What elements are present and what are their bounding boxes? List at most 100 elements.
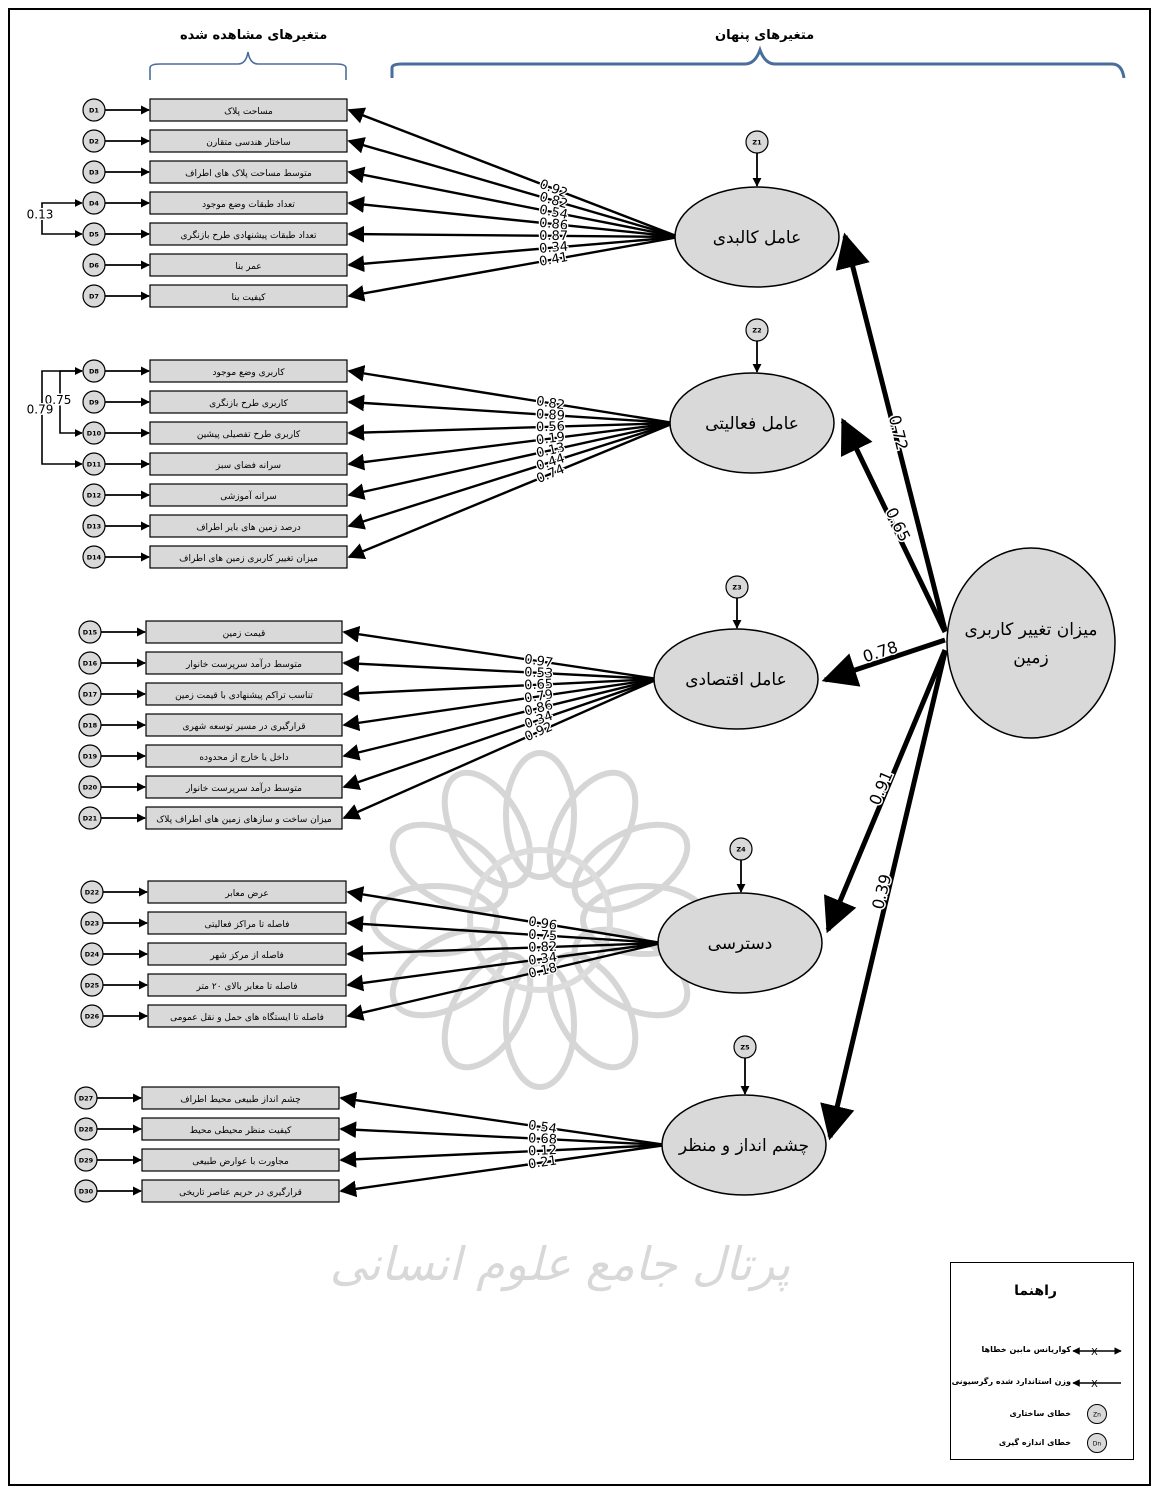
measurement-error-D22: D22 (80, 880, 148, 904)
header-braces (149, 45, 1126, 80)
structural-coefficient-2: 0.65 (882, 504, 915, 544)
indicator-label: کیفیت بنا (232, 293, 267, 303)
measurement-error-D19: D19 (78, 744, 146, 768)
loading-arrow (347, 235, 680, 302)
measurement-error-D17: D17 (78, 682, 146, 706)
structural-path-1 (835, 232, 948, 631)
svg-text:Z1: Z1 (752, 139, 762, 147)
error-label: D22 (85, 889, 99, 897)
indicator-box: مساحت پلاک (149, 98, 348, 122)
watermark-text: پرتال جامع علوم انسانی (330, 1237, 791, 1292)
loading-arrow (346, 941, 663, 1021)
indicator-box: میزان ساخت و سازهای زمین های اطراف پلاک (145, 806, 343, 830)
loading-arrow (342, 677, 659, 820)
measurement-error-D16: D16 (78, 651, 146, 675)
covariance-value: 0.13 (27, 208, 54, 222)
indicator-label: تناسب تراکم پیشنهادی با قیمت زمین (175, 691, 313, 701)
structural-error-Z4: Z4 (729, 837, 753, 893)
error-label: D23 (85, 920, 99, 928)
structural-error-Z3: Z3 (725, 575, 749, 629)
indicator-box: عرض معابر (147, 880, 347, 904)
latent-factor-2: عامل فعالیتی (669, 372, 835, 474)
loading-value: 0.97 (523, 652, 554, 671)
measurement-error-D14: D14 (82, 545, 150, 569)
loading-value: 0.19 (535, 430, 566, 449)
svg-text:Z2: Z2 (752, 327, 761, 335)
measurement-error-D12: D12 (82, 483, 150, 507)
measurement-error-D15: D15 (78, 620, 146, 644)
indicator-label: متوسط درآمد سرپرست خانوار (185, 782, 302, 794)
indicator-box: کیفیت بنا (149, 284, 348, 308)
indicator-box: ساختار هندسی متقارن (149, 129, 348, 153)
error-label: D18 (83, 722, 98, 730)
loading-value: 0.86 (538, 216, 568, 234)
indicator-box: چشم انداز طبیعی محیط اطراف (141, 1086, 340, 1110)
loading-value: 0.54 (527, 1118, 558, 1137)
indicator-label: ساختار هندسی متقارن (206, 138, 290, 148)
indicator-label: تعداد طبقات پیشنهادی طرح بازنگری (180, 229, 317, 241)
latent-factor-label: عامل اقتصادی (685, 670, 787, 690)
error-label: D11 (87, 461, 102, 469)
loading-arrow (342, 677, 659, 702)
structural-path-3 (821, 637, 946, 687)
error-label: D20 (83, 784, 98, 792)
measurement-error-D20: D20 (78, 775, 146, 799)
loading-arrow (347, 365, 675, 425)
indicator-label: کاربری طرح بازنگری (209, 397, 288, 409)
indicator-box: قیمت زمین (145, 620, 343, 644)
indicator-box: متوسط درآمد سرپرست خانوار (145, 651, 343, 675)
loading-arrow (342, 655, 659, 681)
measurement-error-D6: D6 (82, 253, 150, 277)
covariance-D4-D5: 0.13 (25, 199, 83, 238)
indicator-label: تعداد طبقات وضع موجود (202, 200, 295, 210)
error-label: D16 (83, 660, 98, 668)
indicator-label: میزان تغییر کاربری زمین های اطراف (179, 554, 318, 564)
indicator-box: عمر بنا (149, 253, 348, 277)
loading-value: 0.21 (527, 1154, 558, 1173)
error-label: D29 (79, 1157, 94, 1165)
loading-arrow (346, 941, 663, 962)
indicator-box: قرارگیری در حریم عناصر تاریخی (141, 1179, 340, 1203)
legend-measurement-circle-icon: Dn (1087, 1433, 1107, 1453)
legend-title: راهنما (1014, 1283, 1057, 1299)
measurement-error-D1: D1 (82, 98, 150, 122)
loading-arrow (347, 421, 675, 560)
measurement-error-D30: D30 (74, 1179, 142, 1203)
error-label: D1 (89, 107, 99, 115)
loading-arrow (342, 625, 659, 681)
loading-arrow (347, 421, 675, 530)
loading-value: 0.75 (528, 927, 558, 944)
indicator-label: متوسط درآمد سرپرست خانوار (185, 658, 302, 670)
indicator-box: میزان تغییر کاربری زمین های اطراف (149, 545, 348, 569)
indicator-label: فاصله تا معابر بالای ۲۰ متر (195, 982, 297, 992)
error-label: D15 (83, 629, 98, 637)
indicator-box: تعداد طبقات پیشنهادی طرح بازنگری (149, 222, 348, 246)
covariance-value: 0.79 (27, 403, 54, 417)
error-label: D6 (89, 262, 99, 270)
indicator-label: درصد زمین های بایر اطراف (196, 523, 301, 533)
error-label: D28 (79, 1126, 94, 1134)
indicator-label: میزان ساخت و سازهای زمین های اطراف پلاک (156, 814, 332, 825)
error-label: D8 (89, 368, 99, 376)
latent-factor-4: دسترسی (657, 892, 823, 994)
measurement-error-D26: D26 (80, 1004, 148, 1028)
indicator-box: سرانه آموزشی (149, 483, 348, 507)
watermark: پرتال جامع علوم انسانی (330, 750, 791, 1292)
observed-variables-header: متغیرهای مشاهده شده (180, 28, 328, 43)
structural-coefficient-4: 0.91 (865, 768, 896, 808)
error-label: D21 (83, 815, 98, 823)
loading-value: 0.56 (536, 419, 565, 435)
error-label: D5 (89, 231, 99, 239)
svg-text:Z3: Z3 (732, 584, 741, 592)
indicator-box: قرارگیری در مسیر توسعه شهری (145, 713, 343, 737)
svg-text:X: X (1091, 1379, 1098, 1389)
measurement-error-D2: D2 (82, 129, 150, 153)
loading-arrow (347, 166, 680, 239)
error-label: D4 (89, 200, 99, 208)
measurement-error-D3: D3 (82, 160, 150, 184)
error-label: D13 (87, 523, 101, 531)
